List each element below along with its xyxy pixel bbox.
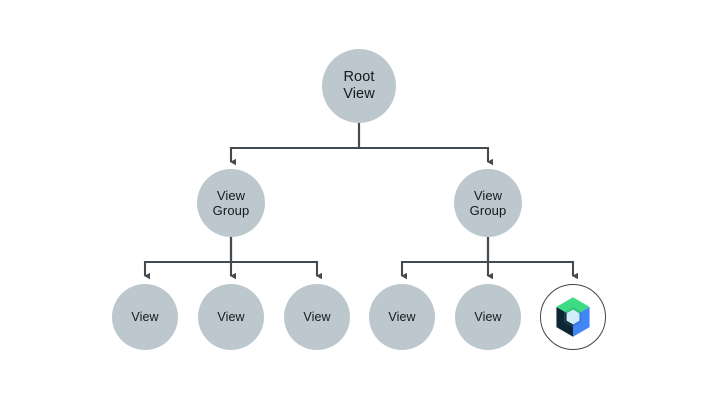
edge-group-right-to-leaf-4 <box>400 237 490 280</box>
node-root-view[interactable]: Root View <box>322 49 396 123</box>
edge-group-left-to-leaf-1 <box>143 237 233 280</box>
node-view-5-label: View <box>474 309 502 324</box>
jetpack-compose-logo-icon <box>556 297 590 337</box>
node-compose[interactable] <box>540 284 606 350</box>
node-view-3-label: View <box>303 309 331 324</box>
node-view-2-label: View <box>217 309 245 324</box>
edge-group-right-to-compose <box>486 237 579 280</box>
node-view-4-label: View <box>388 309 416 324</box>
node-view-group-right[interactable]: View Group <box>454 169 522 237</box>
node-view-group-right-label: View Group <box>469 187 507 218</box>
node-view-group-left[interactable]: View Group <box>197 169 265 237</box>
node-view-4[interactable]: View <box>369 284 435 350</box>
node-view-2[interactable]: View <box>198 284 264 350</box>
node-view-1-label: View <box>131 309 159 324</box>
node-view-group-left-label: View Group <box>212 187 250 218</box>
node-view-1[interactable]: View <box>112 284 178 350</box>
node-view-5[interactable]: View <box>455 284 521 350</box>
edge-root-to-group-right <box>357 123 494 166</box>
edge-root-to-group-left <box>229 123 361 166</box>
edge-group-left-to-leaf-3 <box>229 237 323 280</box>
node-root-view-label: Root View <box>343 68 375 102</box>
node-view-3[interactable]: View <box>284 284 350 350</box>
